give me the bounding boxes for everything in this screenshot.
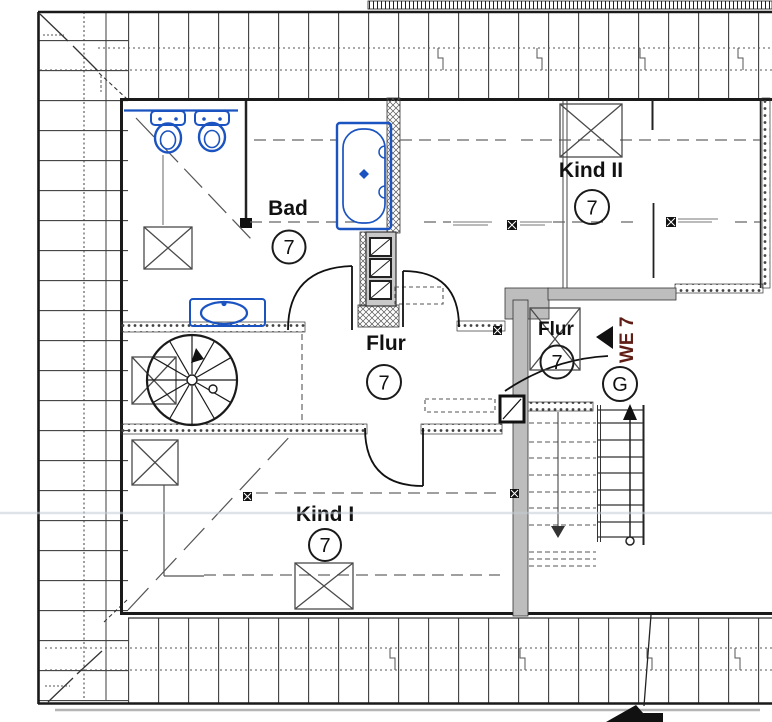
kind1-door bbox=[364, 427, 424, 487]
unit-circle-kind1 bbox=[308, 528, 342, 562]
bathroom-partition bbox=[124, 101, 252, 228]
skylight-kind1-left bbox=[131, 439, 179, 486]
doors bbox=[287, 265, 609, 487]
section-marker-arrow bbox=[606, 705, 663, 722]
bathtub-drain bbox=[359, 169, 369, 179]
unit-id-label: WE 7 bbox=[617, 317, 638, 363]
unit-number-bad: 7 bbox=[283, 237, 294, 259]
room-label-flur-small: Flur bbox=[538, 319, 574, 340]
unit-circle-flur-small bbox=[539, 344, 575, 380]
roof-grid-top-band bbox=[128, 12, 772, 98]
shaft-and-hatched-walls bbox=[357, 97, 401, 328]
overhead-beam-outline bbox=[424, 398, 496, 413]
unit-number-flur-main: 7 bbox=[378, 373, 389, 395]
overhead-beam-outline bbox=[394, 286, 444, 305]
entrance-arrow bbox=[596, 326, 613, 349]
skylight-kind1 bbox=[294, 562, 354, 610]
bathroom-door bbox=[287, 265, 353, 331]
stair-treads-lower-dashed bbox=[529, 422, 596, 567]
bathtub-icon bbox=[335, 121, 393, 231]
roof-grid-bottom-band bbox=[128, 618, 772, 704]
kind2-wall-lines bbox=[562, 98, 762, 288]
stair-up-arrow bbox=[623, 404, 637, 420]
stair-treads-upper bbox=[598, 409, 643, 538]
roof-outer-edge bbox=[37, 10, 772, 705]
unit-circle-flur-main bbox=[366, 364, 402, 400]
roof-ridge-hatch-strip bbox=[367, 0, 772, 10]
micro-annotation-text bbox=[453, 218, 718, 226]
staircase bbox=[529, 404, 645, 567]
chimney-flue bbox=[498, 394, 526, 424]
scan-void-right-lower bbox=[648, 430, 772, 612]
entrance-annotations: WE 7 G bbox=[596, 317, 638, 402]
unit-number-kind2: 7 bbox=[586, 198, 597, 220]
roof-hip-line-bottom-left bbox=[47, 650, 103, 703]
roof-grid-left-band bbox=[38, 12, 128, 704]
room-label-kind2: Kind II bbox=[559, 159, 623, 182]
room-label-flur-main: Flur bbox=[366, 332, 406, 355]
unit-circle-bad bbox=[271, 229, 307, 265]
roof-tile-grid bbox=[37, 0, 772, 712]
toilet-icon bbox=[150, 110, 186, 154]
skylight-bad bbox=[143, 226, 193, 270]
room-label-bad: Bad bbox=[268, 197, 308, 220]
room-labels: Bad 7 Kind II 7 Flur 7 Flur 7 Kind I 7 bbox=[268, 159, 623, 562]
flur-small-door bbox=[504, 355, 609, 392]
corridor-door bbox=[402, 270, 460, 328]
exterior-walls bbox=[120, 98, 772, 615]
g-circle bbox=[602, 366, 638, 402]
ceiling-junction-symbols bbox=[243, 217, 718, 501]
unit-number-flur-small: 7 bbox=[551, 352, 562, 374]
g-label: G bbox=[612, 374, 628, 396]
spiral-direction-arrow bbox=[191, 348, 204, 363]
section-marker bbox=[606, 614, 663, 722]
spiral-staircase bbox=[145, 333, 239, 427]
skylight-kind2 bbox=[559, 103, 623, 158]
roof-slope-dashed-lines bbox=[127, 117, 760, 611]
stair-down-arrow bbox=[551, 526, 565, 538]
sink-faucet bbox=[221, 300, 227, 307]
unit-number-kind1: 7 bbox=[319, 535, 330, 557]
unit-circle-kind2 bbox=[574, 189, 610, 225]
bidet-icon bbox=[194, 110, 230, 153]
sanitary-fixtures bbox=[150, 110, 393, 327]
duct-symbols bbox=[369, 237, 392, 300]
room-label-kind1: Kind I bbox=[296, 503, 354, 526]
scan-void-right-upper bbox=[640, 302, 772, 428]
skylight-flur-small bbox=[529, 307, 581, 371]
roof-hip-line-top-left bbox=[39, 13, 99, 72]
sink-icon bbox=[189, 298, 266, 327]
